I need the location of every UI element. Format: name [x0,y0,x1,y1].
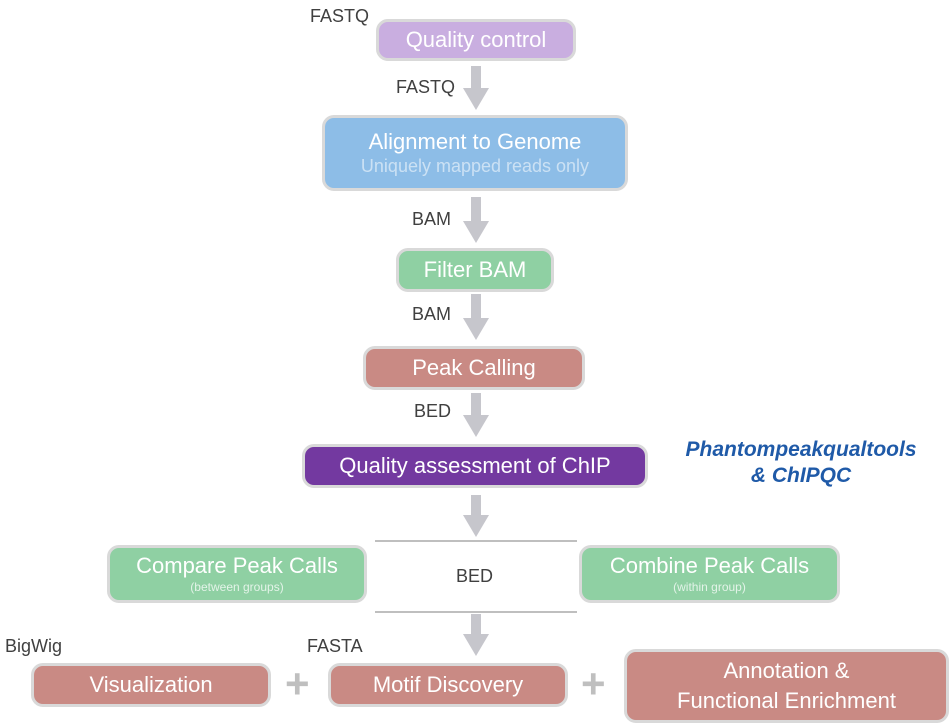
node-peak-calling: Peak Calling [363,346,585,390]
node-annotation: Annotation & Functional Enrichment [624,649,949,723]
tool-line-2: & ChIPQC [750,464,852,487]
node-label: Filter BAM [423,257,527,282]
node-alignment: Alignment to Genome Uniquely mapped read… [322,115,628,191]
node-label: Annotation & [723,658,850,683]
node-label: Compare Peak Calls [136,553,338,578]
node-filter-bam: Filter BAM [396,248,554,292]
node-label: Motif Discovery [372,672,524,697]
node-sublabel: Uniquely mapped reads only [360,156,590,176]
node-label: Combine Peak Calls [609,553,810,578]
node-quality-assessment: Quality assessment of ChIP [302,444,648,488]
plus-operator-2: + [581,660,606,707]
divider-top [375,540,577,542]
arrow-peak-to-qa [463,393,489,437]
edge-label-bed-2: BED [456,566,494,586]
arrow-qc-to-align [463,66,489,110]
node-label-line2: Functional Enrichment [677,688,896,713]
tool-annotation: Phantompeakqualtools & ChIPQC [660,437,942,489]
edge-label-fastq: FASTQ [396,77,456,97]
plus-operator-1: + [285,660,310,707]
node-label: Quality assessment of ChIP [339,453,611,478]
divider-bottom [375,611,577,613]
node-label: Visualization [89,672,213,697]
node-combine-peak-calls: Combine Peak Calls (within group) [579,545,840,603]
edge-label-bam-2: BAM [412,304,452,324]
node-sublabel: (within group) [673,580,746,594]
node-label: Peak Calling [412,355,536,380]
edge-label-fasta: FASTA [307,636,363,656]
node-compare-peak-calls: Compare Peak Calls (between groups) [107,545,367,603]
edge-label-bed-1: BED [414,401,452,421]
edge-label-fastq-top: FASTQ [310,6,370,26]
node-label: Alignment to Genome [368,129,582,154]
tool-line-1: Phantompeakqualtools [685,438,917,461]
edge-label-bam-1: BAM [412,209,452,229]
node-sublabel: (between groups) [190,580,284,594]
arrow-align-to-filter [463,197,489,243]
node-label: Quality control [405,27,547,52]
node-visualization: Visualization [31,663,271,707]
arrow-qa-to-compare [463,495,489,537]
edge-label-bigwig: BigWig [5,636,63,656]
node-quality-control: Quality control [376,19,576,61]
arrow-compare-to-bottom [463,614,489,656]
arrow-filter-to-peak [463,294,489,340]
node-motif-discovery: Motif Discovery [328,663,568,707]
